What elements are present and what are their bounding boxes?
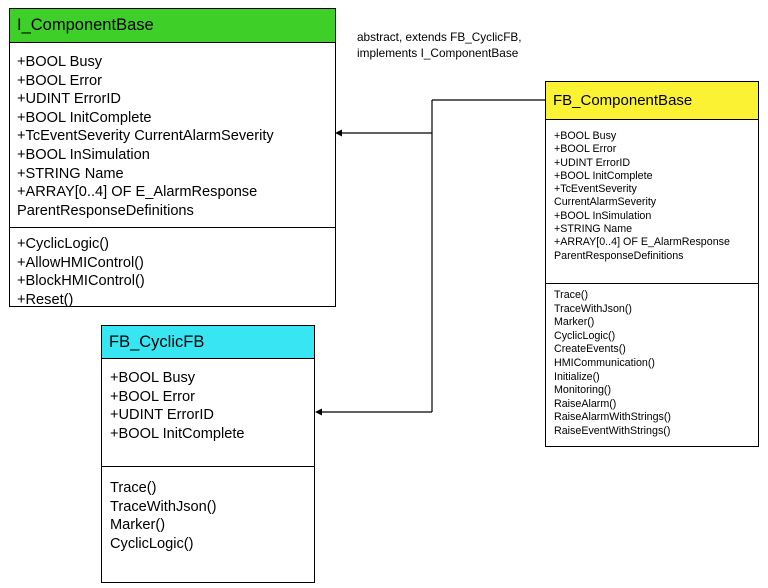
fb-component-base-title: FB_ComponentBase [553,92,693,109]
operation: TraceWithJson() [110,498,217,515]
attribute: +BOOL Error [17,72,103,89]
note-line-2: implements I_ComponentBase [357,46,519,60]
fb-cyclic-fb-class[interactable]: FB_CyclicFB +BOOL Busy +BOOL Error +UDIN… [101,325,315,583]
operation: Marker() [554,316,595,329]
fb-component-base-class[interactable]: FB_ComponentBase +BOOL Busy +BOOL Error … [545,81,759,447]
operation: Monitoring() [554,384,612,397]
attribute: +BOOL InSimulation [17,146,150,163]
arrowhead-fb-cyclic-fb [315,408,322,416]
attribute: +TcEventSeverity [554,183,637,196]
attribute: ParentResponseDefinitions [554,249,684,262]
fb-component-base-operations: Trace() TraceWithJson() Marker() CyclicL… [546,284,758,439]
fb-component-base-header: FB_ComponentBase [546,82,758,120]
operation: RaiseEventWithStrings() [554,424,671,437]
operation: Initialize() [554,370,600,383]
fb-cyclic-fb-title: FB_CyclicFB [109,332,205,351]
operation: CyclicLogic() [554,329,616,342]
attribute: +BOOL InitComplete [554,169,653,182]
operation: RaiseAlarm() [554,397,617,410]
attribute: +STRING Name [554,223,633,236]
attribute: +BOOL InitComplete [110,425,245,442]
attribute: +BOOL Error [110,388,196,405]
inheritance-note: abstract, extends FB_CyclicFB, implement… [357,29,522,61]
attribute: +UDINT ErrorID [554,156,631,169]
attribute: +BOOL Busy [110,370,196,386]
arrowhead-i-component-base [335,129,342,137]
i-component-base-title: I_ComponentBase [17,16,154,34]
attribute: +ARRAY[0..4] OF E_AlarmResponse [554,236,730,249]
i-component-base-operations: +CyclicLogic() +AllowHMIControl() +Block… [10,228,335,309]
fb-component-base-attributes: +BOOL Busy +BOOL Error +UDINT ErrorID +B… [546,120,758,284]
attribute: +BOOL Busy [17,54,103,70]
operation: +BlockHMIControl() [17,273,145,290]
operation: +AllowHMIControl() [17,254,144,271]
operation: HMICommunication() [554,356,655,369]
operation: CyclicLogic() [110,535,194,552]
attribute: +BOOL Error [554,143,617,156]
fb-cyclic-fb-attributes: +BOOL Busy +BOOL Error +UDINT ErrorID +B… [102,359,314,467]
attribute: +UDINT ErrorID [17,91,121,108]
fb-cyclic-fb-header: FB_CyclicFB [102,326,314,359]
attribute: +BOOL Busy [554,130,617,142]
i-component-base-attributes: +BOOL Busy +BOOL Error +UDINT ErrorID +B… [10,43,335,228]
operation: +CyclicLogic() [17,236,110,252]
fb-cyclic-fb-operations: Trace() TraceWithJson() Marker() CyclicL… [102,467,314,553]
operation: RaiseAlarmWithStrings() [554,411,671,424]
attribute: +TcEventSeverity CurrentAlarmSeverity [17,128,274,145]
attribute: +STRING Name [17,165,124,182]
attribute: +BOOL InitComplete [17,109,152,126]
attribute: CurrentAlarmSeverity [554,196,657,209]
operation: TraceWithJson() [554,302,632,315]
attribute: ParentResponseDefinitions [17,202,194,219]
attribute: +BOOL InSimulation [554,209,652,222]
operation: Marker() [110,517,166,534]
attribute: +ARRAY[0..4] OF E_AlarmResponse [17,184,258,201]
attribute: +UDINT ErrorID [110,407,214,424]
note-line-1: abstract, extends FB_CyclicFB, [357,30,522,44]
i-component-base-class[interactable]: I_ComponentBase +BOOL Busy +BOOL Error +… [9,8,336,309]
operation: Trace() [554,289,589,301]
operation: Trace() [110,480,157,496]
i-component-base-header: I_ComponentBase [10,9,335,43]
operation: +Reset() [17,291,74,308]
operation: CreateEvents() [554,343,626,356]
